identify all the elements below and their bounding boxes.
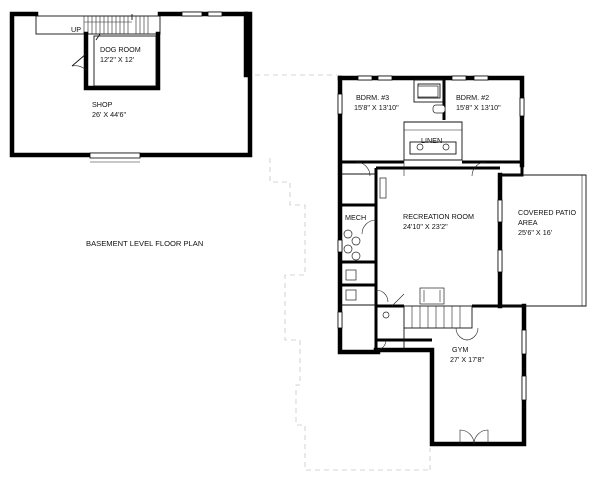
bedroom-2-name: BDRM. #2 <box>456 93 489 102</box>
main-basement-walls <box>337 75 527 447</box>
gym-name: GYM <box>452 345 468 354</box>
stair-up-label: UP <box>71 25 81 34</box>
mech-label: MECH <box>345 213 366 222</box>
shop-window-top-2 <box>207 11 223 17</box>
patio-name: COVERED PATIO <box>518 208 576 217</box>
bath-fixture <box>432 104 446 114</box>
plan-title: BASEMENT LEVEL FLOOR PLAN <box>86 239 203 248</box>
shop-stairs <box>35 14 161 35</box>
shop-window-top <box>181 11 203 17</box>
bedroom-3-name: BDRM. #3 <box>356 93 389 102</box>
recreation-room-name: RECREATION ROOM <box>403 212 474 221</box>
linen-label: LINEN <box>421 136 442 145</box>
bedroom-3-size: 15'8" X 13'10" <box>354 103 399 112</box>
gym-size: 27' X 17'8" <box>450 355 485 364</box>
shop-window-bottom <box>89 152 141 159</box>
dog-room-walls <box>71 31 161 91</box>
bedroom-2-size: 15'8" X 13'10" <box>456 103 501 112</box>
shop-size: 26' X 44'6" <box>92 110 127 119</box>
tub <box>417 85 439 98</box>
doors <box>355 160 489 445</box>
dog-room-name: DOG ROOM <box>100 45 141 54</box>
mech-equipment <box>343 177 390 319</box>
dog-room-size: 12'2" X 12' <box>100 55 135 64</box>
recreation-room-size: 24'10" X 23'2" <box>403 222 448 231</box>
shop-building: UP DOG ROOM 12'2" X 12' SHOP 26' X 44'6" <box>9 11 253 163</box>
shop-name: SHOP <box>92 100 113 109</box>
covered-patio <box>500 174 587 307</box>
windows <box>337 75 527 401</box>
fireplace <box>419 287 445 305</box>
basement-stairs <box>403 305 473 329</box>
upper-footprint-outline <box>255 74 431 471</box>
patio-name-2: AREA <box>518 218 538 227</box>
patio-size: 25'6" X 16' <box>518 228 553 237</box>
